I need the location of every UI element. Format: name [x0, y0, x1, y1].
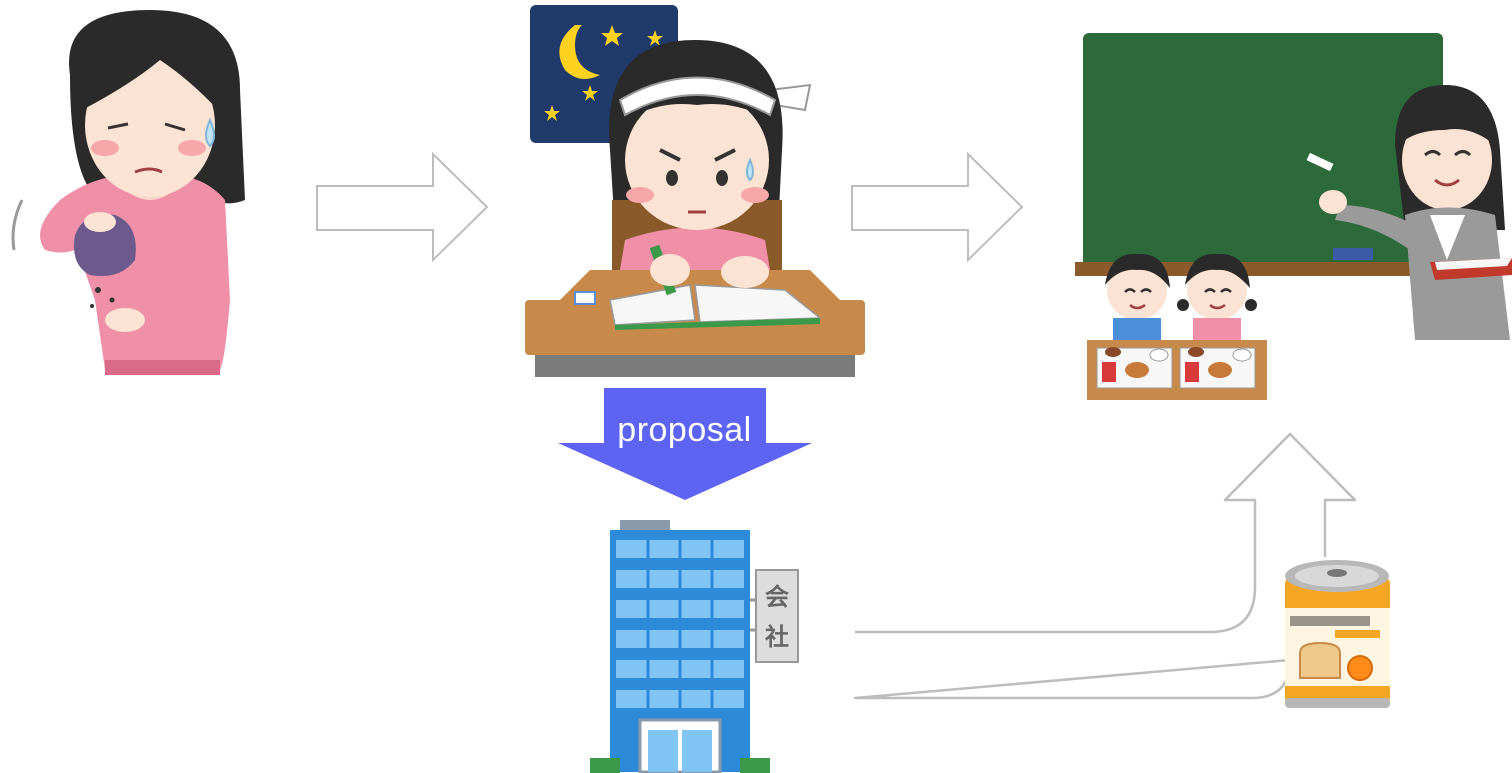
- proposal-label: proposal: [617, 411, 752, 449]
- canned-food-illustration: [1280, 558, 1395, 713]
- studying-student-illustration: [520, 0, 870, 385]
- company-sign-char-1: 会: [765, 583, 789, 611]
- flow-arrow-1: [315, 150, 490, 265]
- worried-mother-illustration: [0, 0, 260, 385]
- flow-arrow-2: [850, 150, 1025, 265]
- classroom-lunch-illustration: [1075, 30, 1512, 405]
- proposal-arrow: [556, 388, 814, 500]
- company-sign: [755, 569, 799, 663]
- company-building-illustration: 会 社: [590, 520, 805, 773]
- company-sign-char-2: 社: [765, 623, 789, 651]
